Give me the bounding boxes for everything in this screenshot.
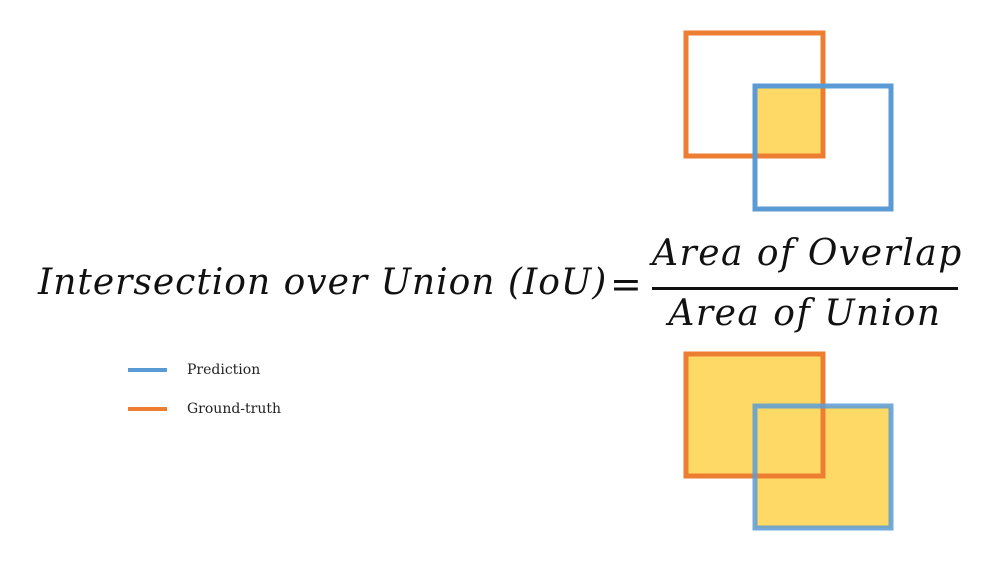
- overlap-region-fill: [755, 86, 823, 156]
- prediction-swatch: [128, 368, 167, 372]
- formula-denominator: Area of Union: [668, 293, 942, 334]
- formula-lhs: Intersection over Union (IoU): [38, 262, 608, 303]
- legend: Prediction Ground-truth: [128, 358, 281, 436]
- legend-item-ground-truth: Ground-truth: [128, 397, 281, 421]
- union-illustration: [683, 351, 894, 531]
- legend-label-ground-truth: Ground-truth: [187, 401, 282, 417]
- overlap-illustration: [683, 30, 894, 212]
- legend-label-prediction: Prediction: [187, 362, 261, 378]
- legend-item-prediction: Prediction: [128, 358, 281, 382]
- prediction-box-bottom: [752, 403, 894, 531]
- formula-equals-sign: =: [610, 262, 642, 306]
- formula-numerator: Area of Overlap: [652, 233, 963, 274]
- fraction-bar: [652, 287, 958, 290]
- prediction-box-top: [752, 83, 894, 212]
- ground-truth-swatch: [128, 407, 167, 411]
